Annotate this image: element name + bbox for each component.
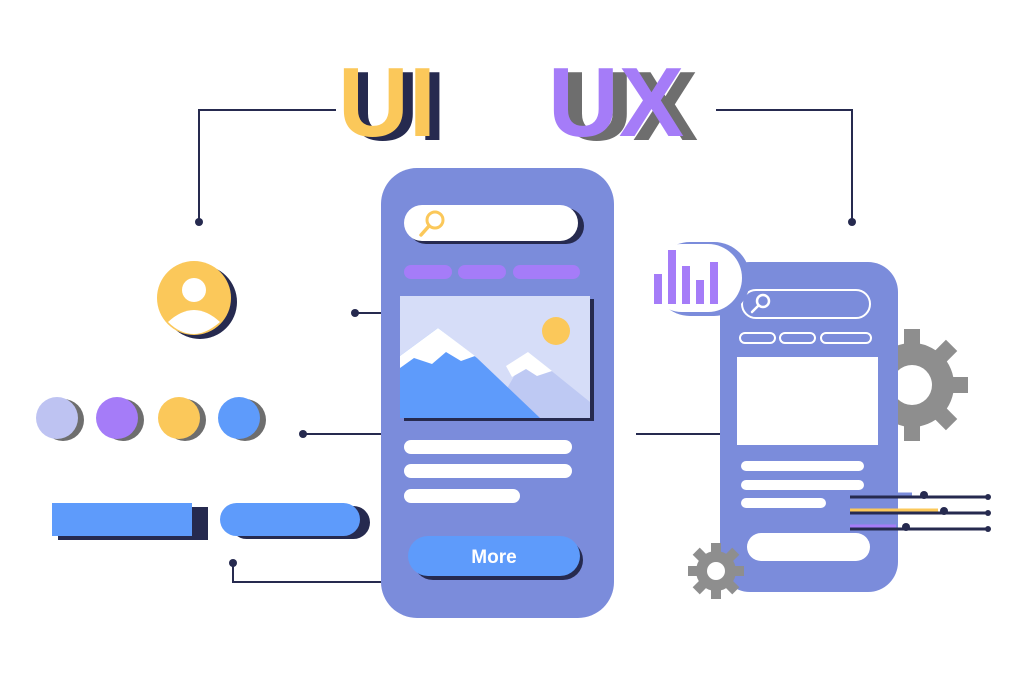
main-text-lines bbox=[404, 440, 572, 503]
gear-icon-small bbox=[688, 543, 744, 599]
main-tabs bbox=[404, 265, 580, 279]
swatch-lavender bbox=[36, 397, 84, 441]
ux-title: UX UX bbox=[548, 47, 698, 161]
secondary-search-bar bbox=[741, 289, 871, 319]
bar-chart-icon bbox=[648, 242, 750, 316]
main-phone: More bbox=[381, 168, 614, 618]
connector-ui-left bbox=[198, 109, 336, 222]
connector-dots bbox=[195, 218, 856, 567]
slider-1[interactable] bbox=[850, 491, 991, 500]
secondary-phone bbox=[648, 242, 991, 599]
slider-controls bbox=[850, 491, 991, 532]
mountain-image-icon bbox=[400, 296, 594, 421]
slider-3[interactable] bbox=[850, 523, 991, 532]
connector-bottom bbox=[232, 563, 392, 583]
slider-2[interactable] bbox=[850, 507, 991, 516]
ux-title-shadow: UX bbox=[562, 51, 698, 161]
ui-title-text: UI bbox=[338, 47, 436, 157]
sample-square-button bbox=[52, 503, 208, 540]
user-icon bbox=[157, 261, 237, 339]
secondary-button[interactable] bbox=[747, 533, 870, 561]
ui-title-shadow: UI bbox=[348, 51, 446, 161]
search-icon bbox=[419, 210, 445, 237]
main-tab-1 bbox=[404, 265, 452, 279]
connector-ux-right bbox=[716, 109, 853, 222]
search-icon bbox=[750, 293, 771, 314]
secondary-tabs bbox=[739, 332, 872, 344]
sample-pill-button bbox=[220, 503, 370, 539]
secondary-image-placeholder bbox=[737, 357, 878, 445]
main-tab-2 bbox=[458, 265, 506, 279]
more-button-label[interactable]: More bbox=[471, 547, 516, 568]
swatch-blue bbox=[218, 397, 266, 441]
swatch-purple bbox=[96, 397, 144, 441]
color-swatches bbox=[36, 397, 266, 441]
main-search-bar bbox=[404, 205, 584, 244]
more-button[interactable]: More bbox=[408, 536, 583, 580]
secondary-text-lines bbox=[741, 461, 864, 508]
ux-title-text: UX bbox=[548, 47, 684, 157]
swatch-yellow bbox=[158, 397, 206, 441]
main-tab-3 bbox=[513, 265, 580, 279]
main-search-input bbox=[404, 205, 578, 241]
ui-title: UI UI bbox=[338, 47, 446, 161]
